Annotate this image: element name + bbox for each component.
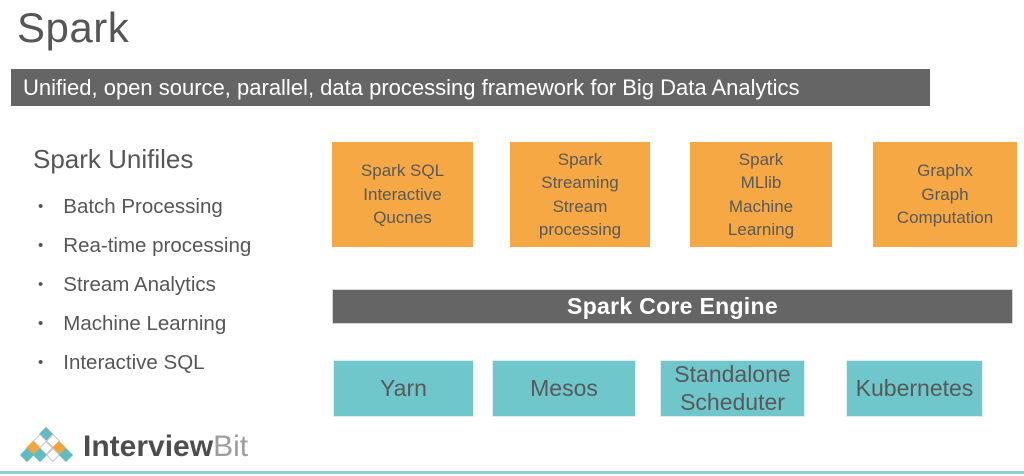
list-item-label: Rea-time processing (63, 233, 252, 257)
subtitle-banner-text: Unified, open source, parallel, data pro… (23, 74, 800, 100)
component-box-spark-mllib: Spark MLlib Machine Learning (690, 142, 832, 247)
interviewbit-logo: InterviewBit (19, 426, 248, 467)
cluster-box-yarn: Yarn (333, 360, 474, 417)
list-item-label: Machine Learning (63, 311, 227, 335)
list-item-label: Batch Processing (63, 194, 223, 218)
list-item-realtime-processing: • Rea-time processing (38, 226, 251, 265)
component-box-spark-streaming: Spark Streaming Stream processing (510, 142, 650, 247)
subtitle-banner: Unified, open source, parallel, data pro… (11, 69, 930, 106)
cluster-box-mesos: Mesos (492, 360, 636, 417)
list-item-label: Interactive SQL (63, 350, 205, 374)
list-item-label: Stream Analytics (63, 272, 216, 296)
spark-core-engine-bar: Spark Core Engine (332, 289, 1013, 324)
spark-unifies-list: • Batch Processing • Rea-time processing… (38, 187, 251, 382)
bullet-icon: • (38, 237, 44, 254)
list-item-batch-processing: • Batch Processing (38, 187, 251, 226)
bullet-icon: • (38, 276, 44, 293)
page-title: Spark (17, 4, 130, 51)
component-box-graphx: Graphx Graph Computation (873, 142, 1017, 247)
cluster-box-kubernetes: Kubernetes (846, 360, 983, 417)
spark-unifies-heading: Spark Unifiles (33, 144, 194, 174)
bottom-divider (0, 471, 1024, 474)
component-box-spark-sql: Spark SQL Interactive Qucnes (332, 142, 473, 247)
list-item-stream-analytics: • Stream Analytics (38, 265, 251, 304)
logo-text-bit: Bit (213, 430, 249, 463)
logo-text-interview: Interview (83, 430, 214, 463)
list-item-machine-learning: • Machine Learning (38, 304, 251, 343)
spark-core-engine-label: Spark Core Engine (567, 293, 778, 319)
bullet-icon: • (38, 315, 44, 332)
bullet-icon: • (38, 354, 44, 371)
list-item-interactive-sql: • Interactive SQL (38, 343, 251, 382)
interviewbit-wordmark: InterviewBit (83, 432, 248, 462)
interviewbit-pyramid-icon (19, 426, 76, 467)
cluster-box-standalone-scheduler: Standalone Scheduter (660, 360, 805, 417)
bullet-icon: • (38, 198, 44, 215)
